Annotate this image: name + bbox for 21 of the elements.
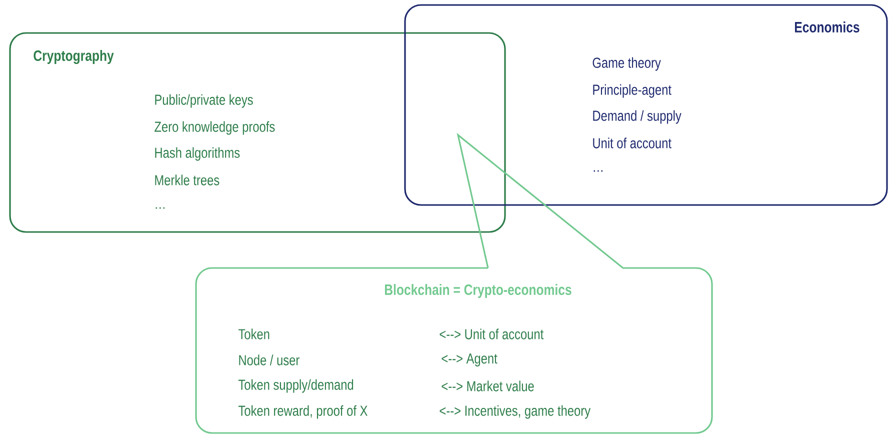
list-item: … (156, 207, 164, 209)
list-item: <--> Unit of account (440, 328, 544, 340)
list-item: Principle-agent (593, 84, 672, 98)
list-item: Zero knowledge proofs (154, 121, 275, 135)
list-item: … (594, 170, 602, 172)
heading: Blockchain = Crypto-economics (385, 284, 572, 298)
list-item: Token supply/demand (238, 379, 354, 393)
list-item: Token reward, proof of X (238, 405, 368, 419)
list-item: Hash algorithms (155, 147, 240, 161)
list-item: Token (238, 328, 270, 340)
list-item: Public/private keys (155, 94, 253, 108)
heading: Cryptography (34, 50, 114, 64)
list-item: Node / user (239, 354, 300, 366)
list-item: Game theory (592, 57, 661, 71)
list-item: <--> Market value (442, 380, 534, 392)
list-item: Demand / supply (593, 110, 682, 124)
list-item: <--> Incentives, game theory (440, 405, 590, 419)
list-item: Unit of account (593, 138, 672, 148)
heading: Economics (795, 22, 860, 32)
list-item: <--> Agent (442, 354, 498, 366)
list-item: Merkle trees (155, 174, 220, 186)
